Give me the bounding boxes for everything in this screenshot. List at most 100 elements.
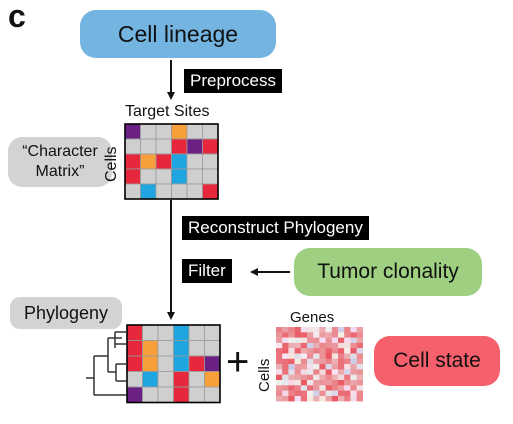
heatmap-cell xyxy=(344,332,351,338)
heatmap-cell xyxy=(350,364,357,370)
character-matrix-cell xyxy=(202,123,219,140)
phylogeny-matrix-cell xyxy=(204,371,221,388)
heatmap-cell xyxy=(350,353,357,359)
plus-sign: + xyxy=(226,340,250,384)
heatmap-cell xyxy=(288,327,295,333)
heatmap-cell xyxy=(344,358,351,365)
character-matrix-cell xyxy=(124,168,141,185)
phylogeny-matrix-cell xyxy=(173,324,190,341)
heatmap-cell xyxy=(331,353,339,359)
phylogeny-matrix-cell xyxy=(142,340,159,357)
heatmap-cell xyxy=(313,337,320,344)
heatmap-cell xyxy=(356,374,363,381)
heatmap-cell xyxy=(331,369,339,375)
heatmap-cell xyxy=(276,385,283,391)
heatmap-cell xyxy=(313,332,320,338)
preprocess-step: Preprocess xyxy=(184,69,282,93)
heatmap-cell xyxy=(350,380,357,386)
heatmap-cell xyxy=(288,332,295,338)
heatmap-cell xyxy=(325,342,332,349)
heatmap-cell xyxy=(294,374,301,381)
phylogeny-matrix-cell xyxy=(173,386,190,403)
heatmap-cell xyxy=(338,364,345,370)
target-sites-label: Target Sites xyxy=(125,103,210,120)
character-matrix-cell xyxy=(140,138,157,155)
heatmap-cell xyxy=(344,337,351,344)
heatmap-cell xyxy=(350,385,357,391)
heatmap-cell xyxy=(350,332,357,338)
heatmap-cell xyxy=(338,327,345,333)
heatmap-cell xyxy=(356,353,363,359)
heatmap-cell xyxy=(325,395,332,402)
heatmap-cell xyxy=(300,364,308,370)
character-matrix-cell xyxy=(186,183,203,200)
phylogeny-matrix-cell xyxy=(142,355,159,372)
heatmap-cell xyxy=(282,380,289,386)
tumor-clonality-node: Tumor clonality xyxy=(294,248,482,296)
heatmap-cell xyxy=(319,358,326,365)
heatmap-cell xyxy=(313,369,320,375)
heatmap-cell xyxy=(338,342,345,349)
heatmap-cell xyxy=(300,348,308,354)
heatmap-cell xyxy=(356,348,363,354)
phylogeny-matrix-cell xyxy=(142,371,159,388)
heatmap-cell xyxy=(338,337,345,344)
heatmap-cell xyxy=(307,385,314,391)
heatmap-cell xyxy=(356,395,363,402)
heatmap-cell xyxy=(350,342,357,349)
heatmap-cell xyxy=(307,337,314,344)
character-matrix-cell xyxy=(202,138,219,155)
heatmap-cell xyxy=(338,369,345,375)
heatmap-cell xyxy=(282,374,289,381)
heatmap-cell xyxy=(282,337,289,344)
character-matrix-cell xyxy=(171,153,188,170)
heatmap-cell xyxy=(282,353,289,359)
character-matrix-grid xyxy=(124,123,219,200)
heatmap-cell xyxy=(350,374,357,381)
heatmap-cell xyxy=(288,364,295,370)
character-matrix-node: “Character Matrix” xyxy=(8,137,112,187)
heatmap-cell xyxy=(282,332,289,338)
heatmap-cell xyxy=(319,374,326,381)
phylogeny-matrix-cell xyxy=(142,324,159,341)
phylogeny-matrix-cell xyxy=(188,371,205,388)
character-matrix-cell xyxy=(140,183,157,200)
heatmap-cell xyxy=(288,390,295,397)
heatmap-cell xyxy=(282,342,289,349)
heatmap-cell xyxy=(331,327,339,333)
heatmap-cell xyxy=(331,332,339,338)
character-matrix-cell xyxy=(155,168,172,185)
character-matrix-cell xyxy=(186,153,203,170)
heatmap-cell xyxy=(319,353,326,359)
heatmap-cell xyxy=(288,374,295,381)
phylogeny-matrix-cell xyxy=(157,386,174,403)
character-matrix-cell xyxy=(171,123,188,140)
heatmap-cell xyxy=(300,337,308,344)
heatmap-cell xyxy=(356,327,363,333)
heatmap-cell xyxy=(344,327,351,333)
heatmap-cell xyxy=(288,342,295,349)
gene-expression-heatmap xyxy=(276,327,363,402)
heatmap-cell xyxy=(331,342,339,349)
phylogeny-tree xyxy=(86,331,126,396)
heatmap-cell xyxy=(356,342,363,349)
heatmap-cell xyxy=(338,380,345,386)
heatmap-cell xyxy=(344,390,351,397)
heatmap-cell xyxy=(325,327,332,333)
heatmap-cell xyxy=(350,337,357,344)
heatmap-cell xyxy=(313,374,320,381)
heatmap-cell xyxy=(325,332,332,338)
heatmap-cell xyxy=(307,327,314,333)
phylogeny-matrix-cell xyxy=(157,371,174,388)
heatmap-cell xyxy=(331,364,339,370)
heatmap-cell xyxy=(294,332,301,338)
heatmap-cell xyxy=(288,395,295,402)
heatmap-cell xyxy=(325,369,332,375)
heatmap-cell xyxy=(338,395,345,402)
phylogeny-matrix-cell xyxy=(126,340,143,357)
heatmap-cell xyxy=(294,364,301,370)
heatmap-cell xyxy=(294,385,301,391)
heatmap-cell xyxy=(319,342,326,349)
heatmap-cell xyxy=(338,332,345,338)
character-matrix-cell xyxy=(186,168,203,185)
